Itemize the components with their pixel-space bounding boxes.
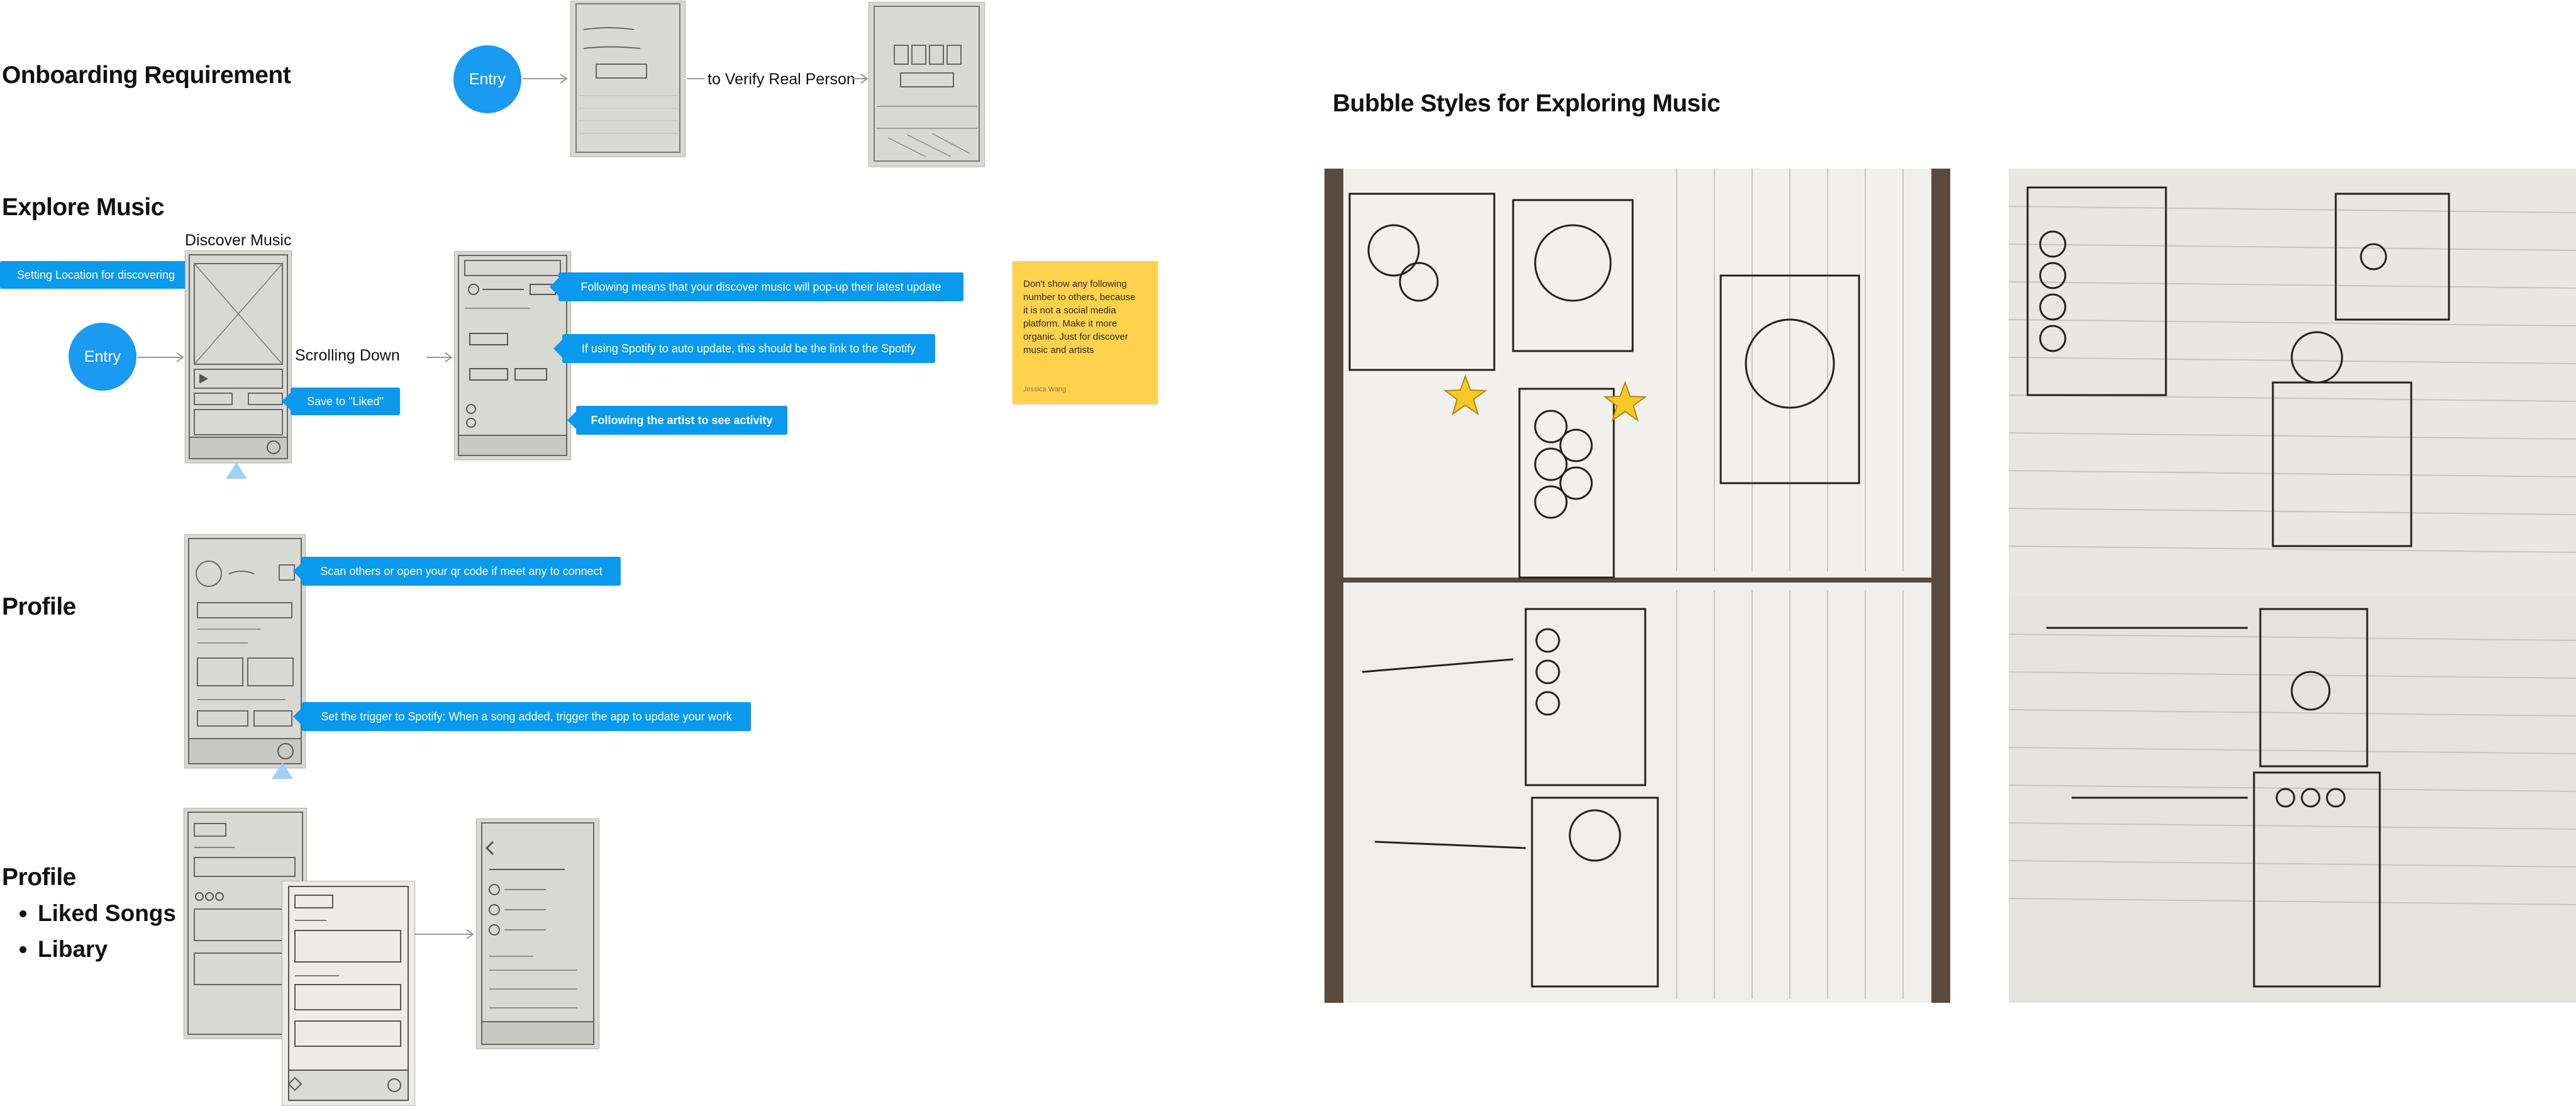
sticky-note-text: Don't show any following number to other… — [1023, 279, 1136, 355]
arrow-right-icon — [138, 352, 184, 362]
bullet-liked-songs: Liked Songs — [38, 895, 176, 931]
callout-scan: Scan others or open your qr code if meet… — [293, 557, 621, 586]
profile-heading: Profile — [2, 593, 76, 620]
library-phone-sketch — [282, 881, 415, 1106]
arrow-right-icon — [852, 74, 869, 84]
onboarding-phone-sketch — [570, 1, 686, 157]
arrow-right-icon — [523, 74, 568, 84]
discover-music-label: Discover Music — [185, 232, 292, 249]
arrow-right-icon — [415, 929, 474, 939]
sticky-note-author: Jessica Wang — [1023, 386, 1067, 393]
arrow-right-icon — [426, 352, 453, 362]
verify-label: to Verify Real Person — [708, 70, 855, 88]
flow-indicator — [272, 762, 293, 779]
profile2-bullets: Liked Songs Libary — [5, 895, 176, 967]
onboarding-heading: Onboarding Requirement — [2, 62, 291, 89]
explore-heading: Explore Music — [2, 194, 164, 221]
callout-location: Setting Location for discovering — [0, 261, 201, 289]
explore-entry-node[interactable]: Entry — [69, 323, 136, 391]
star-icon — [1603, 381, 1647, 422]
callout-spotify: If using Spotify to auto update, this sh… — [553, 334, 935, 363]
profile-phone-sketch — [184, 534, 306, 768]
verify-phone-sketch — [869, 2, 985, 167]
flow-indicator — [226, 462, 247, 479]
profile2-heading: Profile — [2, 864, 76, 891]
star-icon — [1443, 374, 1487, 416]
notebook-photo-2 — [2009, 169, 2576, 1003]
sticky-note: Don't show any following number to other… — [1013, 261, 1158, 404]
notebook-photo-1 — [1324, 169, 1950, 1003]
bubble-styles-heading: Bubble Styles for Exploring Music — [1333, 90, 1721, 117]
callout-following: Following means that your discover music… — [550, 272, 963, 301]
onboarding-entry-node[interactable]: Entry — [453, 45, 521, 113]
artist-list-phone-sketch — [476, 818, 599, 1049]
callout-trigger: Set the trigger to Spotify: When a song … — [293, 702, 751, 731]
callout-liked: Save to "Liked" — [282, 388, 400, 415]
scrolling-down-label: Scrolling Down — [295, 347, 400, 364]
discover-phone-sketch — [185, 250, 292, 463]
callout-artist: Following the artist to see activity — [567, 406, 787, 435]
bullet-libary: Libary — [38, 931, 176, 967]
arrow-right-icon — [687, 78, 704, 79]
